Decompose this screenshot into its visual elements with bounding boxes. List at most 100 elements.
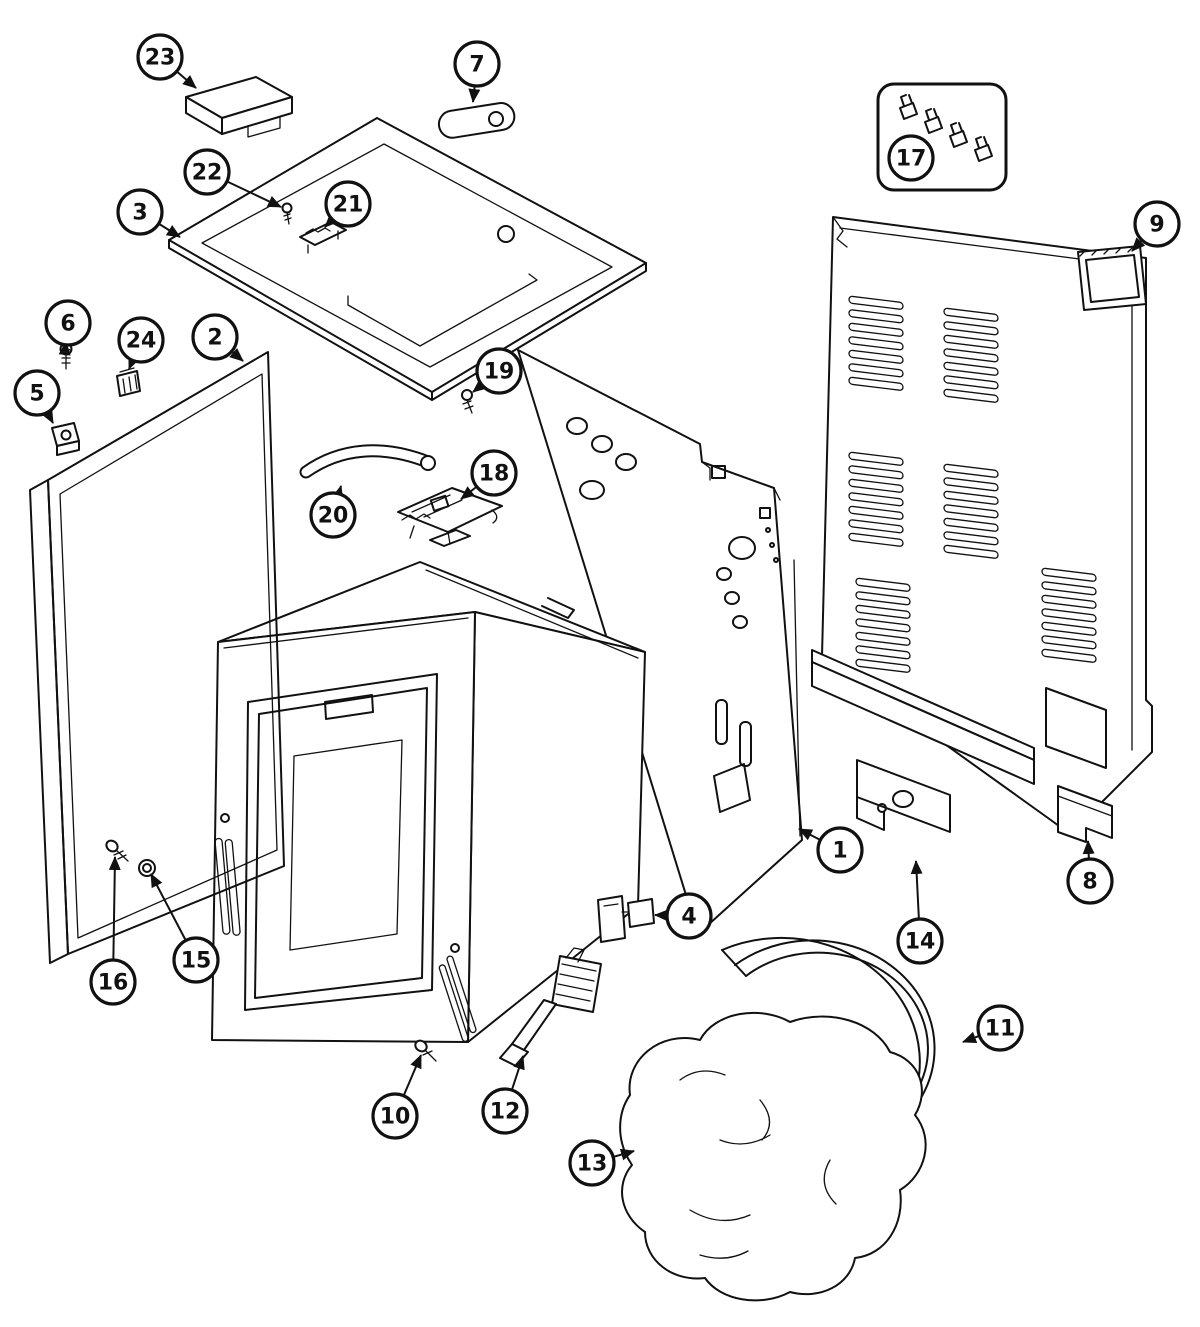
insulation-batt-part-13 xyxy=(619,1011,927,1302)
louver-slat xyxy=(848,465,904,480)
louver-slat xyxy=(943,307,999,322)
cavity-vent-right xyxy=(438,955,477,1042)
screw-part-15 xyxy=(138,859,156,877)
callout-leader-3 xyxy=(158,222,181,238)
top-panel-part-3 xyxy=(168,117,647,401)
callout-23: 23 xyxy=(136,33,197,89)
callout-circle-2 xyxy=(191,313,239,361)
callout-number-1: 1 xyxy=(832,839,847,864)
louver-slat xyxy=(848,309,904,324)
callout-circle-6 xyxy=(44,299,92,347)
screw-part-6 xyxy=(59,342,73,370)
callout-2: 2 xyxy=(191,313,244,362)
callout-number-6: 6 xyxy=(60,312,75,337)
callout-18: 18 xyxy=(460,449,518,500)
callout-number-23: 23 xyxy=(145,46,176,71)
louver-slat xyxy=(855,645,911,660)
clip-nut-part-5 xyxy=(51,422,80,456)
louver-slat xyxy=(848,478,904,493)
louver-slat xyxy=(855,604,911,619)
callout-number-13: 13 xyxy=(577,1152,608,1177)
callout-circle-11 xyxy=(976,1004,1024,1052)
callout-leader-13 xyxy=(612,1148,635,1161)
callout-13: 13 xyxy=(568,1139,635,1187)
louver-slat xyxy=(848,349,904,364)
screw-part-10 xyxy=(414,1039,437,1062)
louver-slat xyxy=(943,388,999,403)
louver-slat xyxy=(848,519,904,534)
callout-19: 19 xyxy=(472,347,523,395)
callout-number-3: 3 xyxy=(132,201,147,226)
callout-circle-22 xyxy=(183,148,231,196)
callout-7: 7 xyxy=(453,40,501,103)
screw-part-22 xyxy=(281,202,293,225)
callout-15: 15 xyxy=(150,873,220,984)
louver-slat xyxy=(1041,594,1097,609)
callout-circle-10 xyxy=(371,1092,419,1140)
louver-slat xyxy=(848,505,904,520)
vent-cover-part-9 xyxy=(1077,245,1147,311)
callout-17: 17 xyxy=(887,134,935,182)
screw-part-16 xyxy=(105,839,129,862)
louver-slat xyxy=(855,631,911,646)
louver-slat xyxy=(855,577,911,592)
callout-circle-13 xyxy=(568,1139,616,1187)
callout-number-16: 16 xyxy=(98,971,129,996)
callout-12: 12 xyxy=(481,1055,529,1135)
callout-leader-14 xyxy=(910,860,923,920)
callout-11: 11 xyxy=(962,1004,1024,1052)
louver-slat xyxy=(848,451,904,466)
louver-slat xyxy=(943,463,999,478)
louver-slat xyxy=(943,334,999,349)
rear-panel-cutout xyxy=(1045,687,1107,769)
callout-leader-15 xyxy=(150,873,187,941)
callout-16: 16 xyxy=(89,856,137,1006)
louver-slat xyxy=(1041,635,1097,650)
callout-number-17: 17 xyxy=(896,147,927,172)
callout-leader-22 xyxy=(226,180,282,208)
callout-number-7: 7 xyxy=(469,53,484,78)
callout-circle-16 xyxy=(89,958,137,1006)
callout-number-24: 24 xyxy=(126,329,157,354)
callout-circle-9 xyxy=(1133,200,1181,248)
louver-slat xyxy=(943,490,999,505)
cap-part-7 xyxy=(437,102,516,139)
callout-circle-12 xyxy=(481,1087,529,1135)
callout-1: 1 xyxy=(798,826,864,874)
louver-slat xyxy=(943,477,999,492)
latch-assembly-part-18 xyxy=(397,487,503,547)
callout-circle-14 xyxy=(896,917,944,965)
louver-slat xyxy=(848,322,904,337)
callout-leader-16 xyxy=(108,856,121,961)
louver-slat xyxy=(855,658,911,673)
louver-slat xyxy=(848,376,904,391)
louver-slat xyxy=(943,504,999,519)
callout-3: 3 xyxy=(116,188,181,238)
bracket-part-21 xyxy=(299,221,347,254)
left-side-panel-part-2 xyxy=(29,351,285,964)
callout-8: 8 xyxy=(1066,840,1114,905)
louver-slat xyxy=(1041,621,1097,636)
louver-slat xyxy=(943,544,999,559)
louver-slat xyxy=(1041,567,1097,582)
clip-part-4 xyxy=(597,895,655,943)
callout-circle-19 xyxy=(475,347,523,395)
callout-number-8: 8 xyxy=(1082,870,1097,895)
callout-leader-1 xyxy=(798,828,821,841)
callout-circle-21 xyxy=(324,180,372,228)
plug-part-24 xyxy=(116,367,141,397)
callout-number-14: 14 xyxy=(905,930,936,955)
louver-slat xyxy=(848,336,904,351)
latch-lever-part-20 xyxy=(299,444,436,479)
callout-leader-12 xyxy=(510,1055,525,1091)
callout-number-11: 11 xyxy=(985,1017,1016,1042)
callout-leader-2 xyxy=(229,347,244,362)
module-part-23 xyxy=(185,76,293,138)
bracket-part-8 xyxy=(1057,785,1113,843)
louver-slat xyxy=(943,361,999,376)
callout-9: 9 xyxy=(1131,200,1181,252)
callout-number-15: 15 xyxy=(181,949,212,974)
bracket-part-14 xyxy=(856,759,951,833)
louver-slat xyxy=(855,618,911,633)
callout-20: 20 xyxy=(309,485,357,539)
